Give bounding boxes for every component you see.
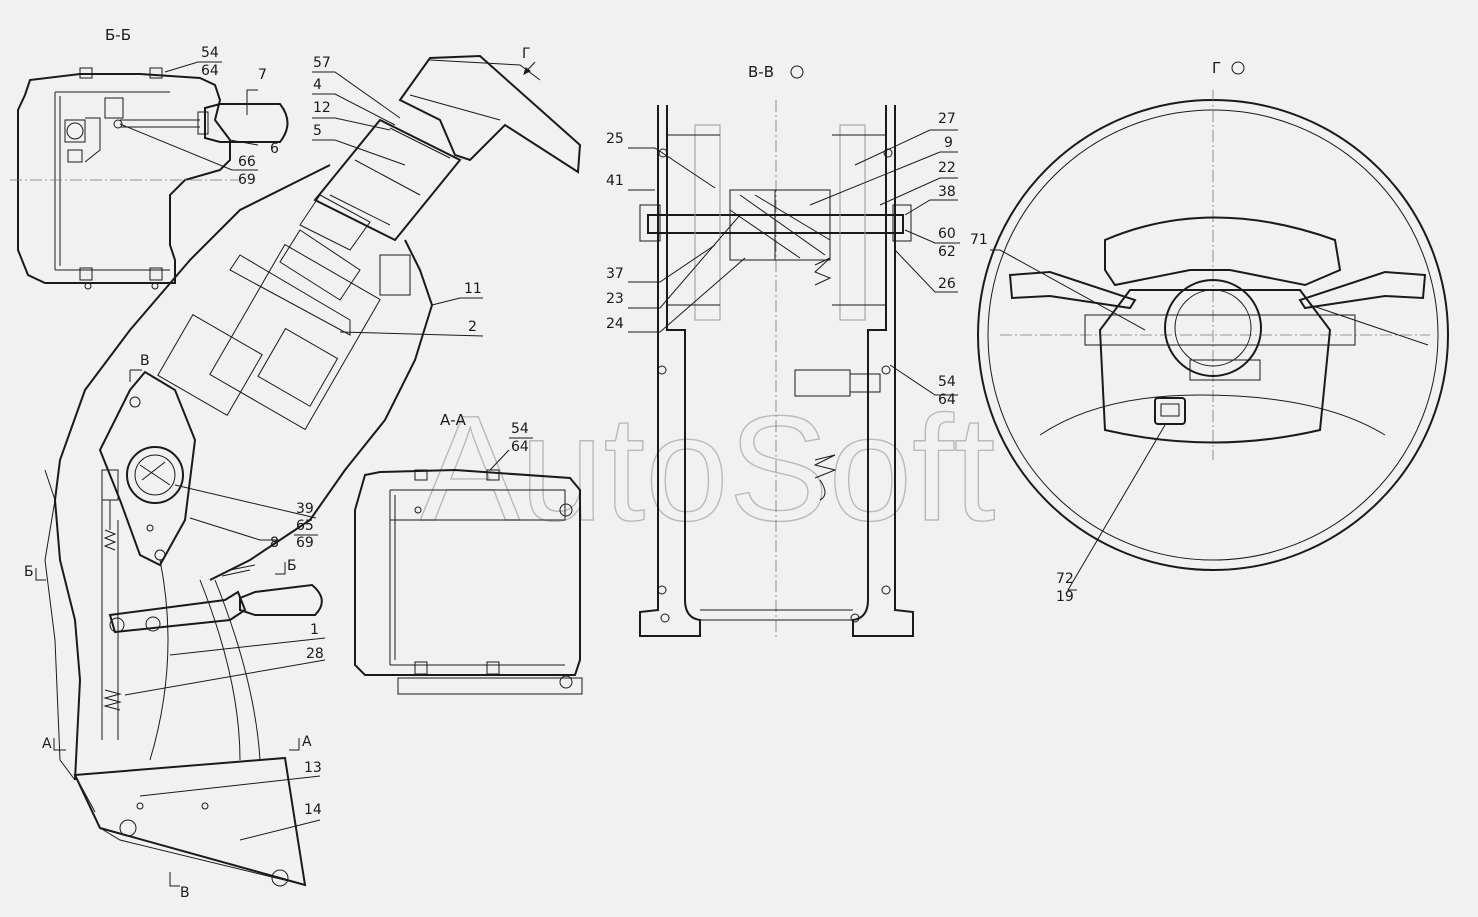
callout-5: 5 (313, 123, 322, 139)
callout-8: 8 (270, 535, 279, 551)
callout-14: 14 (304, 802, 322, 818)
callout-38: 38 (938, 184, 956, 200)
callout-aa-54: 54 (511, 421, 529, 437)
callout-69b: 69 (296, 535, 314, 551)
callout-66: 66 (238, 154, 256, 170)
callout-39: 39 (296, 501, 314, 517)
view-g-title: Г (1212, 59, 1221, 77)
cut-marks: Б Б А А В В Г (24, 46, 536, 901)
steering-column-side-view (44, 54, 582, 887)
callout-25: 25 (606, 131, 624, 147)
callout-6: 6 (270, 141, 279, 157)
callout-26: 26 (938, 276, 956, 292)
callout-37: 37 (606, 266, 624, 282)
section-aa-title: А-А (440, 411, 467, 429)
callout-bb-64: 64 (201, 63, 219, 79)
callout-41: 41 (606, 173, 624, 189)
cut-mark-b-left: Б (24, 564, 34, 580)
section-aa-view: А-А (354, 411, 583, 695)
watermark: AutoSoft (420, 384, 995, 552)
callout-4: 4 (313, 77, 322, 93)
callout-28: 28 (306, 646, 324, 662)
section-vv-view: В-В (639, 63, 914, 640)
callout-72: 72 (1056, 571, 1074, 587)
callout-bb-54: 54 (201, 45, 219, 61)
section-bb-title: Б-Б (105, 26, 131, 44)
callout-12: 12 (313, 100, 331, 116)
callout-57: 57 (313, 55, 331, 71)
callout-60: 60 (938, 226, 956, 242)
section-vv-title: В-В (748, 63, 774, 81)
section-bb-view: Б-Б (10, 26, 289, 290)
cut-mark-b-right: Б (287, 558, 297, 574)
cut-mark-g-arrow: Г (522, 46, 531, 62)
callout-vv-54: 54 (938, 374, 956, 390)
callout-11: 11 (464, 281, 482, 297)
callout-24: 24 (606, 316, 624, 332)
callout-13: 13 (304, 760, 322, 776)
cut-mark-a-right: А (302, 734, 312, 750)
callout-22: 22 (938, 160, 956, 176)
callout-71: 71 (970, 232, 988, 248)
callout-27: 27 (938, 111, 956, 127)
callout-69: 69 (238, 172, 256, 188)
leader-lines (119, 61, 1429, 841)
callout-7: 7 (258, 67, 267, 83)
callout-vv-64: 64 (938, 392, 956, 408)
cut-mark-v-top: В (140, 353, 150, 369)
callout-19: 19 (1056, 589, 1074, 605)
cut-mark-v-bottom: В (180, 885, 190, 901)
callout-aa-64: 64 (511, 439, 529, 455)
callout-9: 9 (944, 135, 953, 151)
callout-2: 2 (468, 319, 477, 335)
cut-mark-a-left: А (42, 736, 52, 752)
callout-65: 65 (296, 518, 314, 534)
callout-62: 62 (938, 244, 956, 260)
callout-labels: 54 64 7 6 66 69 57 4 12 5 11 2 39 65 69 … (198, 45, 1074, 818)
callout-23: 23 (606, 291, 624, 307)
callout-1: 1 (310, 622, 319, 638)
view-g-steering-wheel: Г (977, 59, 1449, 571)
